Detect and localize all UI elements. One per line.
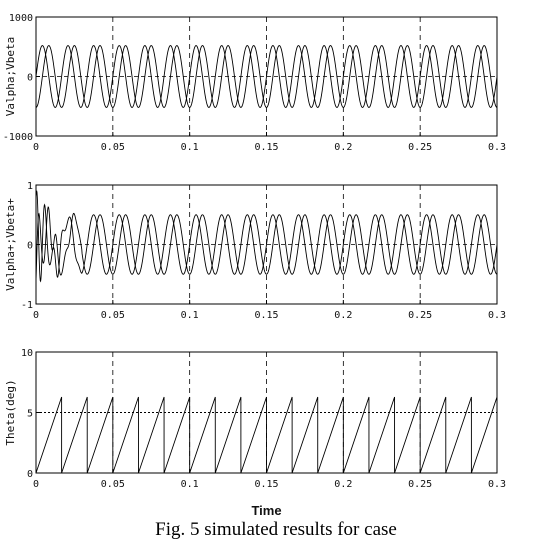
x-tick-label: 0.2 xyxy=(334,310,352,321)
y-axis-label: Theta(deg) xyxy=(4,379,17,445)
y-tick-label: 0 xyxy=(27,241,33,252)
x-tick-label: 0.15 xyxy=(254,142,278,153)
y-axis-label: Valpha;Vbeta xyxy=(4,37,17,116)
x-tick-label: 0.15 xyxy=(254,479,278,490)
x-tick-label: 0.1 xyxy=(181,479,199,490)
chart-panel-3: 0 0.05 0.1 0.15 0.2 0.25 0.3 10 5 0 Theta(deg) Time xyxy=(4,348,506,518)
series-line-1 xyxy=(35,190,498,283)
x-axis-label: Time xyxy=(251,503,281,518)
x-tick-label: 0.05 xyxy=(101,310,125,321)
y-tick-label: 0 xyxy=(27,73,33,84)
y-tick-label: 10 xyxy=(21,348,33,359)
y-tick-label: 1000 xyxy=(9,13,33,24)
series-line-1 xyxy=(35,45,498,108)
y-tick-label: 5 xyxy=(27,409,33,420)
y-tick-label: -1000 xyxy=(3,132,33,143)
x-tick-label: 0.2 xyxy=(334,142,352,153)
x-tick-label: 0 xyxy=(33,142,39,153)
y-tick-label: 1 xyxy=(27,181,33,192)
x-tick-label: 0.3 xyxy=(488,479,506,490)
y-tick-label: -1 xyxy=(21,300,33,311)
x-tick-label: 0.15 xyxy=(254,310,278,321)
x-tick-label: 0.25 xyxy=(408,479,432,490)
x-tick-label: 0.3 xyxy=(488,310,506,321)
x-tick-label: 0.05 xyxy=(101,479,125,490)
x-tick-label: 0.25 xyxy=(408,310,432,321)
x-tick-label: 0.1 xyxy=(181,310,199,321)
series-line-1 xyxy=(35,396,498,474)
y-tick-label: 0 xyxy=(27,469,33,480)
series-line-2 xyxy=(35,45,498,108)
x-tick-label: 0.2 xyxy=(334,479,352,490)
x-tick-label: 0.25 xyxy=(408,142,432,153)
series-line-2 xyxy=(35,206,498,281)
x-tick-label: 0.3 xyxy=(488,142,506,153)
x-tick-label: 0 xyxy=(33,479,39,490)
x-tick-label: 0.1 xyxy=(181,142,199,153)
figure-caption: Fig. 5 simulated results for case xyxy=(155,519,397,540)
x-tick-label: 0.05 xyxy=(101,142,125,153)
y-axis-label: Valpha+;Vbeta+ xyxy=(4,198,17,291)
x-tick-label: 0 xyxy=(33,310,39,321)
